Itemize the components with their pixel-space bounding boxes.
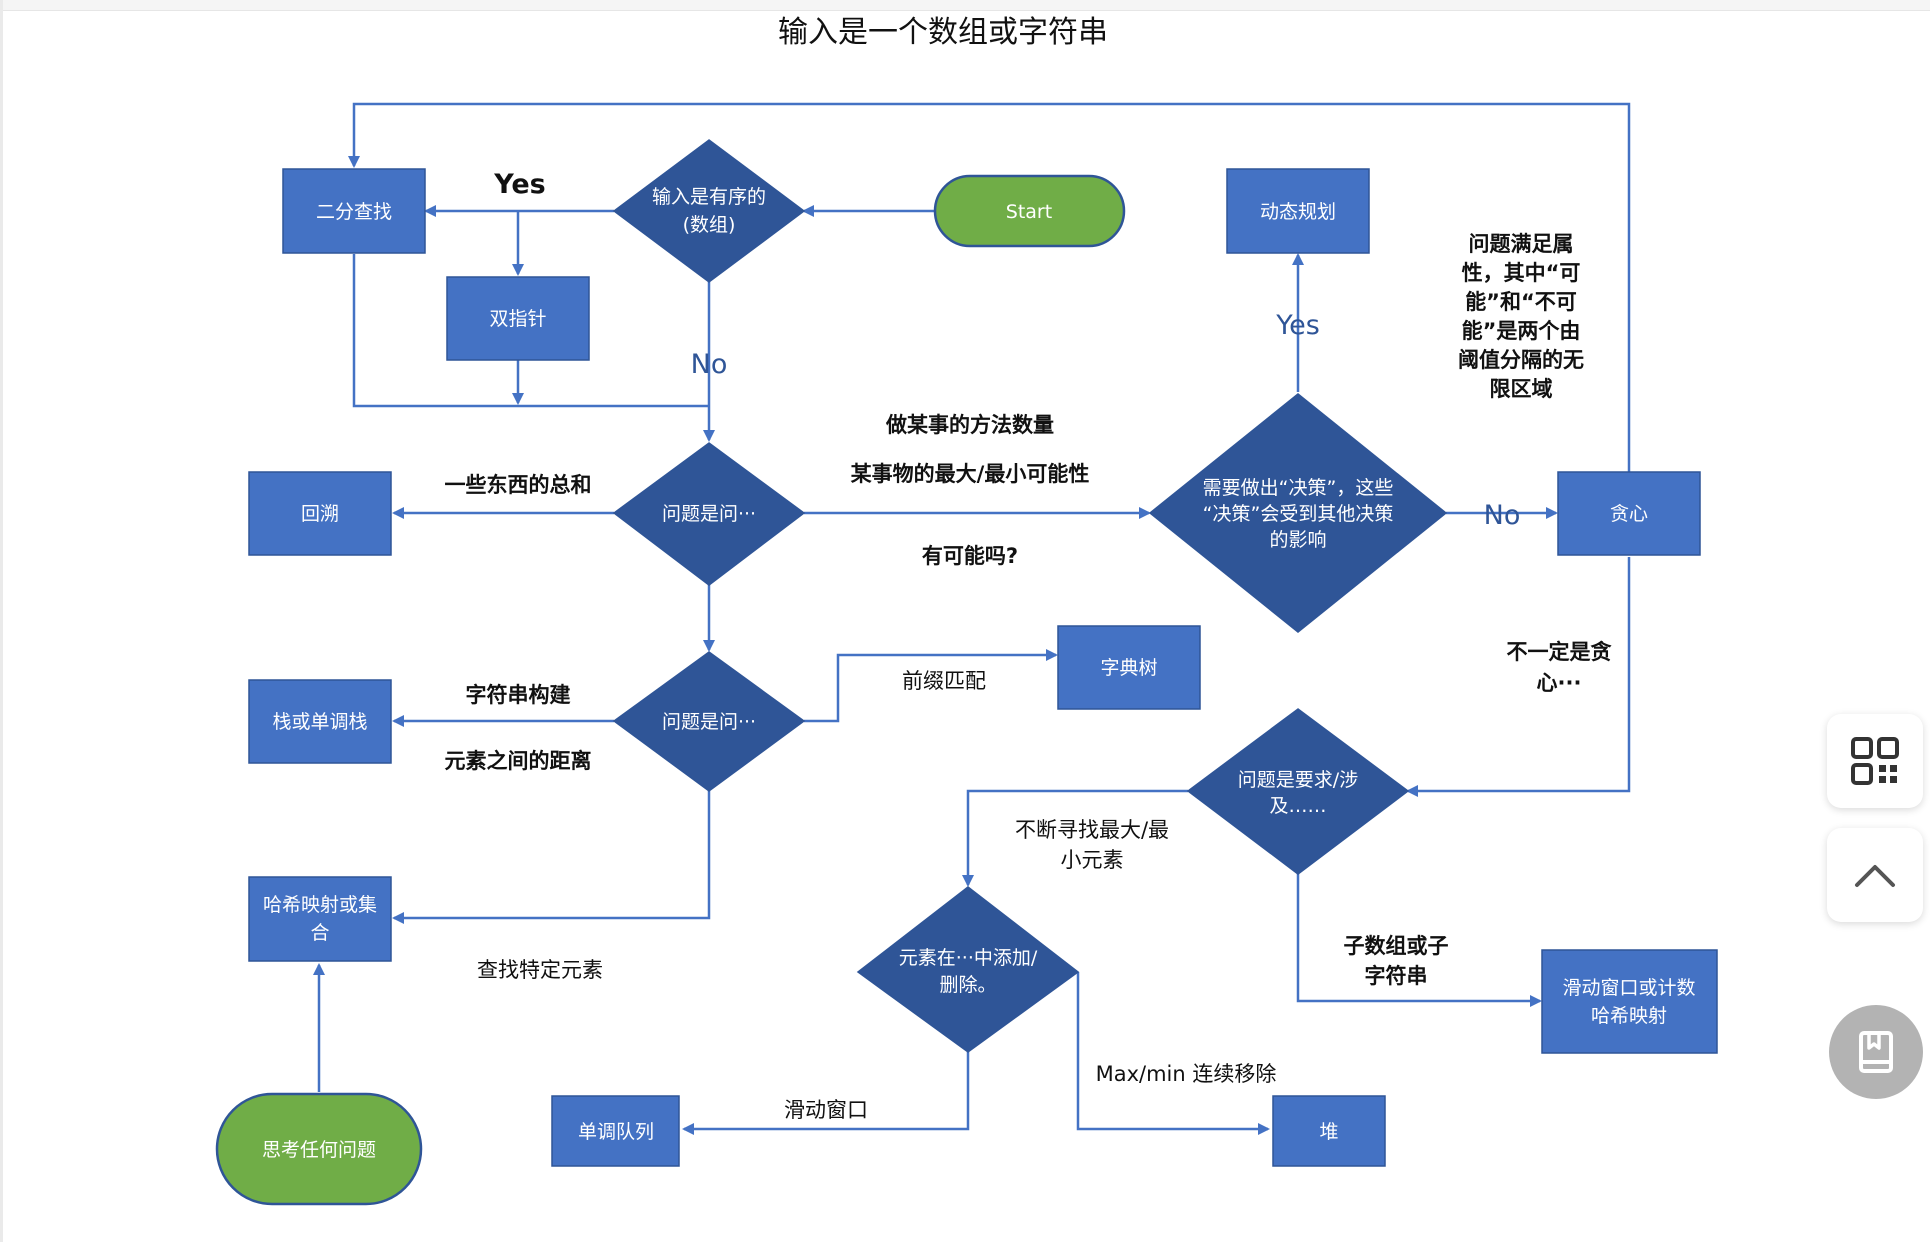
label-prefix-match: 前缀匹配 — [902, 669, 986, 693]
svg-text:单调队列: 单调队列 — [578, 1121, 654, 1143]
label-not-necessarily-greedy: 不一定是贪 心··· — [1507, 640, 1613, 695]
label-keep-finding: 不断寻找最大/最 小元素 — [1015, 818, 1169, 872]
dp-node: 动态规划 — [1226, 168, 1370, 254]
scroll-top-button[interactable] — [1827, 828, 1923, 922]
heap-node: 堆 — [1272, 1095, 1386, 1167]
left-edge — [0, 0, 3, 1242]
greedy-node: 贪心 — [1557, 471, 1701, 556]
qr-code-button[interactable] — [1827, 714, 1923, 808]
label-is-possible: 有可能吗? — [922, 544, 1018, 568]
label-max-min: 某事物的最大/最小可能性 — [851, 462, 1090, 486]
sorted-decision: 输入是有序的 (数组) — [612, 139, 806, 283]
problem-decision-1: 问题是问··· — [612, 442, 806, 586]
svg-text:问题是要求/涉: 问题是要求/涉 — [1238, 769, 1358, 791]
stack-node: 栈或单调栈 — [248, 679, 392, 764]
svg-text:不一定是贪: 不一定是贪 — [1507, 640, 1613, 664]
binary-search-node: 二分查找 — [282, 168, 426, 254]
svg-text:需要做出“决策”，这些: 需要做出“决策”，这些 — [1203, 477, 1394, 499]
decision-influence-diamond: 需要做出“决策”，这些 “决策”会受到其他决策 的影响 — [1148, 393, 1448, 633]
svg-text:性，其中“可: 性，其中“可 — [1462, 261, 1581, 285]
svg-text:动态规划: 动态规划 — [1260, 201, 1336, 223]
start-terminal: Start — [933, 174, 1126, 248]
svg-text:问题是问···: 问题是问··· — [662, 503, 756, 525]
qr-code-icon — [1851, 737, 1899, 785]
svg-text:回溯: 回溯 — [301, 503, 339, 525]
svg-text:心···: 心··· — [1537, 671, 1582, 695]
svg-text:Start: Start — [1006, 201, 1052, 223]
svg-text:哈希映射: 哈希映射 — [1591, 1005, 1667, 1027]
diagram-title: 输入是一个数组或字符串 — [778, 15, 1108, 50]
chevron-up-icon — [1855, 865, 1895, 887]
require-decision: 问题是要求/涉 及…… — [1186, 708, 1410, 875]
label-element-distance: 元素之间的距离 — [445, 749, 592, 773]
svg-text:哈希映射或集: 哈希映射或集 — [263, 894, 377, 916]
svg-text:子数组或子: 子数组或子 — [1344, 934, 1449, 958]
trie-node: 字典树 — [1057, 625, 1201, 710]
svg-text:字符串: 字符串 — [1365, 964, 1428, 988]
yes-label-dp: Yes — [1275, 310, 1320, 341]
element-decision: 元素在···中添加/ 删除。 — [856, 886, 1080, 1053]
label-subarray: 子数组或子 字符串 — [1344, 934, 1449, 988]
edges — [313, 102, 1631, 1135]
label-maxmin-remove: Max/min 连续移除 — [1096, 1062, 1277, 1086]
svg-text:栈或单调栈: 栈或单调栈 — [272, 711, 367, 733]
svg-text:问题满足属: 问题满足属 — [1469, 232, 1574, 256]
svg-text:及……: 及…… — [1269, 795, 1326, 817]
svg-text:字典树: 字典树 — [1100, 657, 1157, 679]
svg-text:二分查找: 二分查找 — [316, 201, 392, 223]
svg-text:合: 合 — [310, 922, 329, 944]
svg-text:限区域: 限区域 — [1490, 377, 1553, 401]
label-string-build: 字符串构建 — [466, 683, 571, 707]
no-label-down: No — [691, 349, 728, 380]
svg-text:能”和“不可: 能”和“不可 — [1465, 290, 1577, 314]
svg-text:问题是问···: 问题是问··· — [662, 711, 756, 733]
think-terminal: 思考任何问题 — [215, 1092, 423, 1206]
svg-text:小元素: 小元素 — [1061, 848, 1124, 872]
svg-text:阈值分隔的无: 阈值分隔的无 — [1458, 348, 1584, 372]
reader-mode-button[interactable] — [1829, 1005, 1923, 1099]
svg-text:双指针: 双指针 — [489, 308, 546, 330]
two-pointers-node: 双指针 — [446, 276, 590, 361]
label-ways-count: 做某事的方法数量 — [885, 413, 1054, 437]
svg-text:思考任何问题: 思考任何问题 — [262, 1139, 376, 1161]
book-icon — [1859, 1031, 1893, 1073]
svg-text:输入是有序的: 输入是有序的 — [652, 186, 766, 208]
svg-text:“决策”会受到其他决策: “决策”会受到其他决策 — [1203, 503, 1394, 525]
svg-text:堆: 堆 — [1319, 1121, 1338, 1143]
svg-text:的影响: 的影响 — [1269, 529, 1326, 551]
svg-text:删除。: 删除。 — [939, 974, 996, 996]
hashmap-node: 哈希映射或集 合 — [248, 876, 392, 962]
no-label-greedy: No — [1484, 500, 1521, 531]
label-find-element: 查找特定元素 — [477, 958, 603, 982]
label-sum: 一些东西的总和 — [445, 473, 592, 497]
svg-text:(数组): (数组) — [683, 214, 736, 236]
sliding-hash-node: 滑动窗口或计数 哈希映射 — [1541, 949, 1718, 1054]
label-greedy-property: 问题满足属 性，其中“可 能”和“不可 能”是两个由 阈值分隔的无 限区域 — [1458, 232, 1584, 401]
yes-label-left: Yes — [493, 169, 545, 200]
svg-text:能”是两个由: 能”是两个由 — [1462, 319, 1581, 343]
backtrack-node: 回溯 — [248, 471, 392, 556]
problem-decision-2: 问题是问··· — [612, 651, 806, 792]
svg-text:贪心: 贪心 — [1610, 503, 1648, 525]
top-band — [0, 0, 1930, 11]
label-sliding-window: 滑动窗口 — [784, 1098, 868, 1122]
svg-text:滑动窗口或计数: 滑动窗口或计数 — [1562, 977, 1695, 999]
svg-text:不断寻找最大/最: 不断寻找最大/最 — [1015, 818, 1169, 842]
svg-text:元素在···中添加/: 元素在···中添加/ — [899, 947, 1038, 969]
mono-queue-node: 单调队列 — [551, 1095, 680, 1167]
